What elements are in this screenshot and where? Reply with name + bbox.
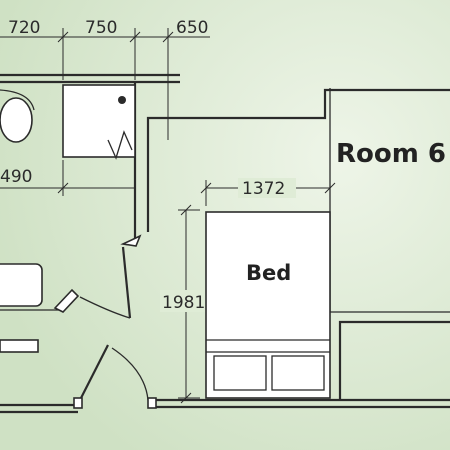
dimension-label-1372: 1372 (242, 179, 285, 199)
dimension-label-490: 490 (0, 167, 32, 187)
toilet-fixture (0, 89, 35, 143)
bed-dimension-group: 1372 1981 (160, 178, 336, 404)
dimension-label-650: 650 (176, 18, 208, 38)
bath-unit (0, 263, 80, 313)
top-dimension-group: 720 750 650 (0, 18, 210, 140)
dimension-label-750: 750 (85, 18, 117, 38)
bed-label: Bed (246, 261, 291, 285)
bathroom-door (79, 234, 142, 319)
counter-unit (0, 339, 39, 353)
entry-door (73, 344, 157, 409)
shower-tray (62, 84, 136, 160)
dimension-label-1981: 1981 (162, 293, 205, 313)
shower-drain-icon (118, 96, 126, 104)
dimension-label-720: 720 (8, 18, 40, 38)
room-label: Room 6 (336, 139, 446, 169)
bed: Bed (205, 211, 331, 399)
mid-dimension-group: 490 (0, 160, 135, 196)
